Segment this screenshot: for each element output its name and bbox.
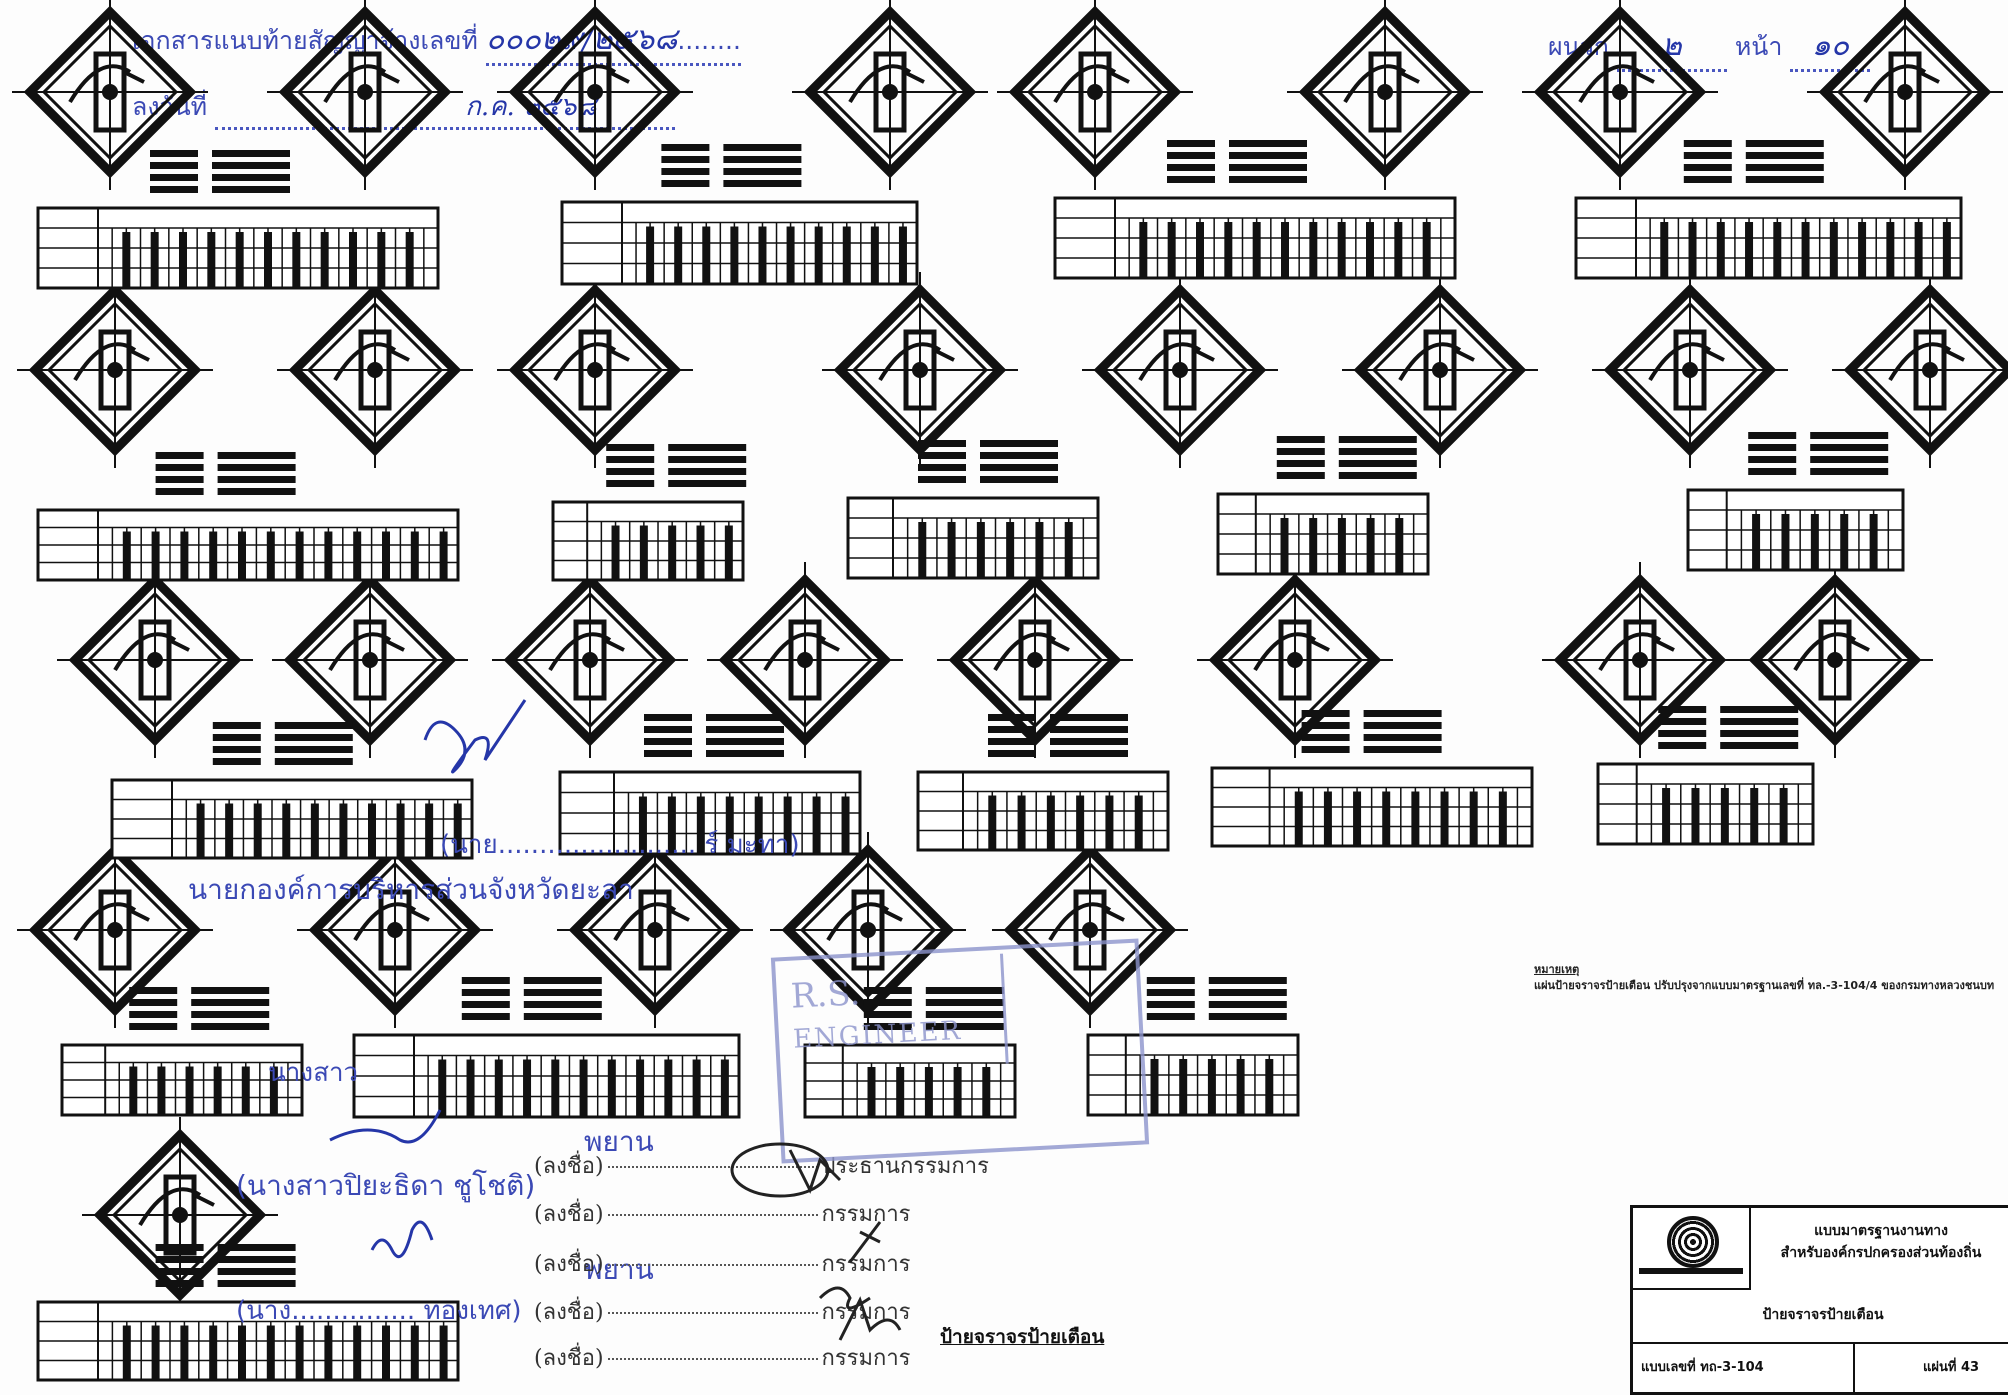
page-number: ๑๐	[1811, 28, 1850, 63]
warning-sign-15	[1592, 272, 1788, 468]
signatory-name-2: (นางสาวปิยะธิดา ชูโชติ)	[236, 1169, 536, 1202]
signatory-name-1: (นาย........................ ร์ มะทา)	[440, 830, 800, 860]
warning-sign-9	[17, 272, 213, 468]
warning-sign-18	[272, 562, 468, 758]
dimension-table-14	[1596, 706, 1815, 846]
committee-row-2: (ลงชื่อ)กรรมการ	[534, 1202, 911, 1227]
signatory-name-3: (นาง............... ทองเทศ)	[236, 1296, 522, 1326]
warning-sign-13	[1082, 272, 1278, 468]
warning-sign-19	[492, 562, 688, 758]
signatory-title-1: นายกองค์การบริหารส่วนจังหวัดยะลา	[188, 873, 634, 906]
warning-sign-20	[707, 562, 903, 758]
title-block-line2: สำหรับองค์กรปกครองส่วนท้องถิ่น	[1780, 1245, 1982, 1261]
committee-row-5: (ลงชื่อ)กรรมการ	[534, 1346, 911, 1371]
page-label: หน้า	[1734, 32, 1783, 61]
dimension-table-12	[916, 714, 1170, 852]
warning-sign-23	[1542, 562, 1738, 758]
date-label: ลงวันที่	[132, 92, 208, 121]
committee-row-4: (ลงชื่อ)กรรมการ	[534, 1300, 911, 1325]
witness-label-1: พยาน	[584, 1125, 654, 1158]
date-header: ลงวันที่ ก.ค. ๒๕๖๘	[132, 86, 676, 130]
warning-sign-16	[1832, 272, 2008, 468]
dimension-table-9	[1686, 432, 1905, 572]
warning-sign-17	[57, 562, 253, 758]
warning-sign-24	[1737, 562, 1933, 758]
dimension-table-10	[110, 722, 474, 860]
title-block-line1: แบบมาตรฐานงานทาง	[1814, 1223, 1948, 1239]
warning-sign-30	[82, 1117, 278, 1313]
title-block-name: ป้ายจราจรป้ายเตือน	[1762, 1307, 1884, 1323]
footer-title: ป้ายจราจรป้ายเตือน	[940, 1326, 1105, 1348]
contract-label: เอกสารแนบท้ายสัญญาจ้างเลขที่	[132, 26, 478, 55]
warning-sign-6	[1287, 0, 1483, 190]
drawing-number: แบบเลขที่ ทถ-3-104	[1641, 1360, 1764, 1375]
dimension-table-2	[560, 144, 919, 286]
contract-number: ๐๐๐๒๙/๒๕๖๘	[485, 22, 678, 57]
warning-sign-11	[497, 272, 693, 468]
dimension-table-13	[1210, 710, 1534, 848]
warning-sign-4	[792, 0, 988, 190]
warning-sign-14	[1342, 272, 1538, 468]
dimension-table-16	[352, 977, 741, 1119]
dimension-table-4	[1574, 140, 1963, 280]
witness-label-2: พยาน	[584, 1253, 654, 1286]
signatory-miss-label: นางสาว	[268, 1058, 359, 1088]
appendix-label: ผนวก	[1548, 32, 1609, 61]
notes-text: แผ่นป้ายจราจรป้ายเตือน ปรับปรุงจากแบบมาต…	[1534, 979, 1995, 992]
dimension-table-6	[551, 444, 747, 582]
appendix-header: ผนวก ๒ หน้า ๑๐	[1548, 22, 1871, 72]
committee-row-1: (ลงชื่อ)ประธานกรรมการ	[534, 1154, 989, 1179]
notes-block: หมายเหตุ แผ่นป้ายจราจรป้ายเตือน ปรับปรุง…	[1534, 962, 1994, 994]
contract-header: เอกสารแนบท้ายสัญญาจ้างเลขที่ ๐๐๐๒๙/๒๕๖๘.…	[132, 16, 741, 66]
dimension-table-8	[1216, 436, 1430, 576]
dimension-table-1	[36, 150, 440, 290]
dimension-table-5	[36, 452, 460, 582]
date-value: ก.ค. ๒๕๖๘	[465, 92, 597, 122]
warning-sign-21	[937, 562, 1133, 758]
title-block: แบบมาตรฐานงานทาง สำหรับองค์กรปกครองส่วนท…	[1630, 1205, 2008, 1395]
dimension-table-3	[1053, 140, 1457, 280]
dimension-table-15	[60, 987, 304, 1117]
warning-sign-22	[1197, 562, 1393, 758]
dimension-table-7	[846, 440, 1100, 580]
warning-sign-10	[277, 272, 473, 468]
appendix-number: ๒	[1661, 28, 1682, 63]
engineer-stamp: R.S. ENGINEER	[770, 938, 1150, 1164]
warning-sign-25	[17, 832, 213, 1028]
notes-title: หมายเหตุ	[1534, 963, 1580, 976]
warning-sign-12	[822, 272, 1018, 468]
sheet-number: แผ่นที่ 43	[1923, 1360, 1980, 1375]
warning-sign-5	[997, 0, 1193, 190]
department-logo	[1633, 1208, 1751, 1290]
committee-row-3: (ลงชื่อ)กรรมการ	[534, 1252, 911, 1277]
